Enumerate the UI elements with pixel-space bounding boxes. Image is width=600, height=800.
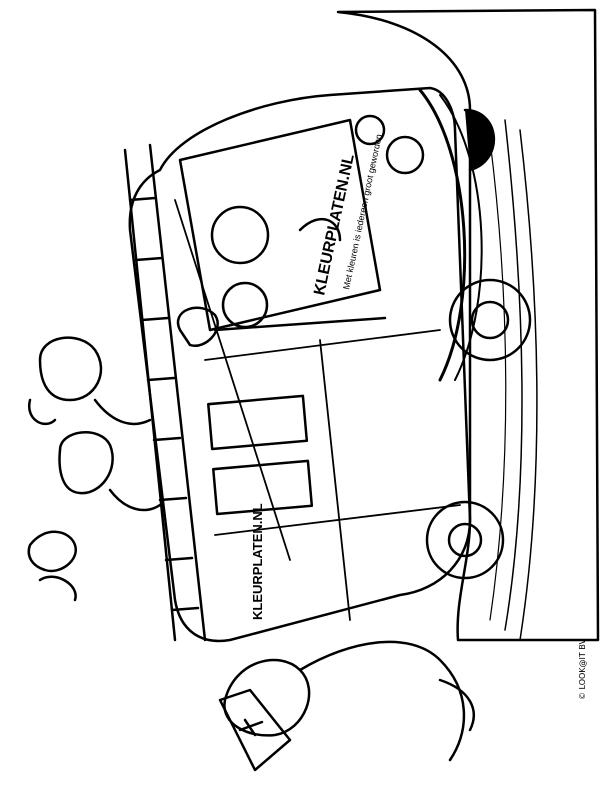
passengers xyxy=(210,205,342,329)
wheels xyxy=(425,108,532,580)
children xyxy=(27,336,162,602)
child-head-2 xyxy=(58,431,114,495)
rear-wheel-icon xyxy=(425,500,505,580)
window-lower xyxy=(212,459,314,516)
sinterklaas xyxy=(218,640,475,772)
mirror-icon xyxy=(176,306,219,348)
van-side-text: KLEURPLATEN.NL xyxy=(250,503,265,620)
grille-emblem-icon xyxy=(385,135,425,175)
child-head-1 xyxy=(38,336,103,402)
copyright-text: © LOOK@IT BV xyxy=(578,638,587,700)
driver-head xyxy=(210,205,270,265)
shoe-icon xyxy=(27,530,78,573)
sinterklaas-head xyxy=(223,658,311,737)
passenger-head xyxy=(221,281,269,329)
road xyxy=(336,8,600,642)
headlamp-icon xyxy=(354,114,386,146)
roof-ladder xyxy=(123,143,207,642)
window-upper xyxy=(207,394,309,451)
front-wheel-icon xyxy=(448,278,532,362)
mitre-icon xyxy=(218,688,292,772)
